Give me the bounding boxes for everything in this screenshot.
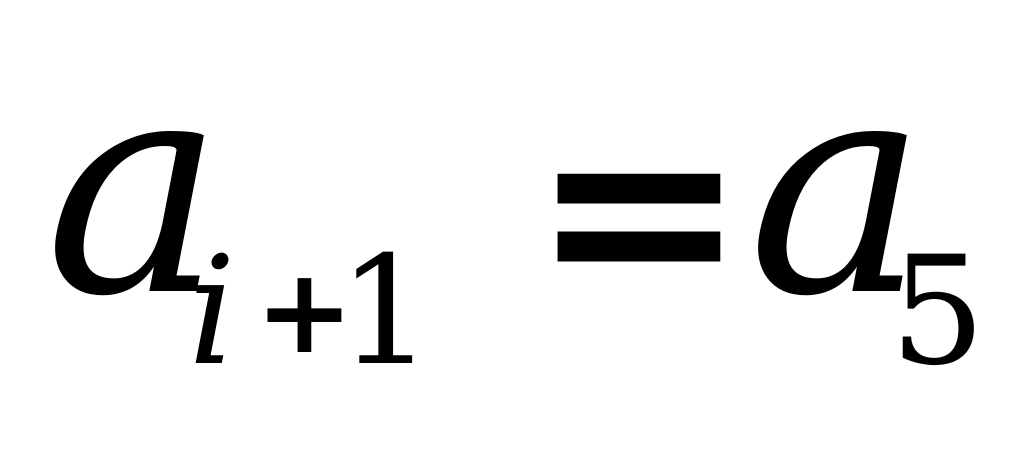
equals-sign: = (530, 59, 748, 361)
left-subscript-variable: i (188, 225, 236, 399)
left-base-variable: a (45, 13, 224, 362)
left-subscript-number: 1 (338, 225, 434, 399)
left-subscript-plus-operator: + (255, 242, 354, 380)
right-subscript-number: 5 (890, 225, 986, 399)
right-base-variable: a (748, 13, 927, 362)
